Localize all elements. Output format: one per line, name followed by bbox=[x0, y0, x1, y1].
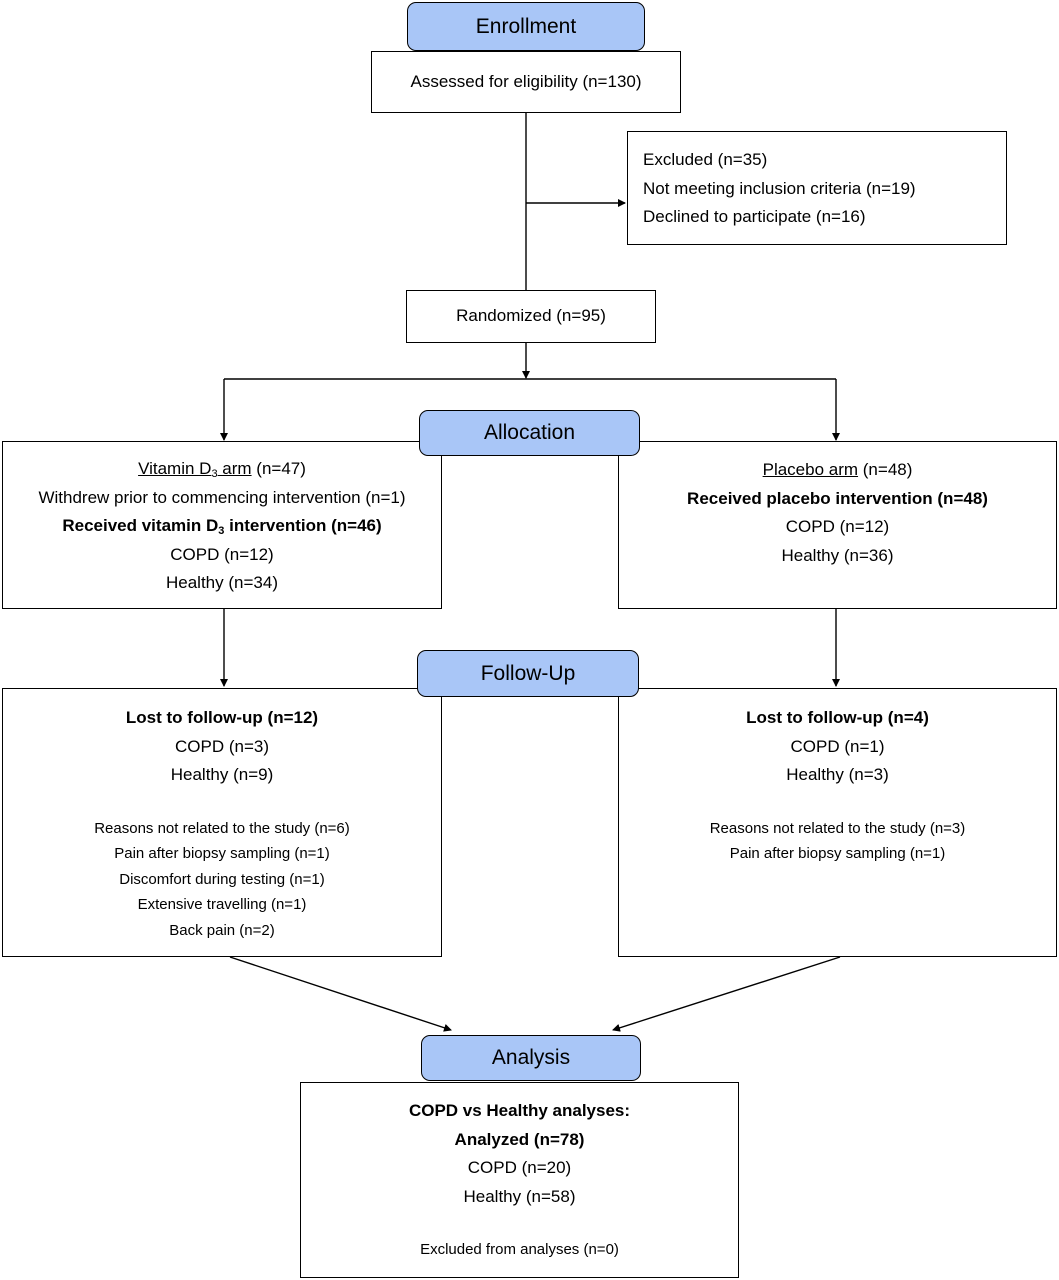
placebo-received: Received placebo intervention (n=48) bbox=[687, 488, 988, 508]
stage-allocation-label: Allocation bbox=[483, 421, 576, 444]
randomized-box: Randomized (n=95) bbox=[406, 290, 656, 343]
vitamin-followup-box: Lost to follow-up (n=12) COPD (n=3) Heal… bbox=[2, 688, 442, 957]
vitamin-healthy: Healthy (n=34) bbox=[166, 573, 278, 592]
randomized-text: Randomized (n=95) bbox=[456, 306, 606, 326]
vitamin-copd: COPD (n=12) bbox=[170, 544, 274, 564]
analysis-excluded: Excluded from analyses (n=0) bbox=[420, 1241, 619, 1258]
placebo-copd: COPD (n=12) bbox=[785, 517, 890, 536]
analysis-box: COPD vs Healthy analyses: Analyzed (n=78… bbox=[300, 1082, 739, 1278]
excluded-box: Excluded (n=35) Not meeting inclusion cr… bbox=[627, 131, 1007, 245]
placebo-lost-copd: COPD (n=1) bbox=[790, 736, 885, 756]
stage-follow-up: Follow-Up bbox=[417, 650, 639, 697]
vitamin-reason: Pain after biopsy sampling (n=1) bbox=[114, 845, 330, 862]
placebo-arm-heading: Placebo arm (n=48) bbox=[619, 456, 1056, 485]
stage-enrollment: Enrollment bbox=[407, 2, 645, 51]
arrow-vitamin-followup-to-analysis bbox=[229, 956, 452, 1032]
analysis-analyzed: Analyzed (n=78) bbox=[454, 1129, 585, 1149]
analysis-copd: COPD (n=20) bbox=[467, 1158, 572, 1177]
excluded-declined: Declined to participate (n=16) bbox=[643, 207, 866, 226]
arrow-placebo-followup-to-analysis bbox=[612, 956, 841, 1032]
placebo-lost-healthy: Healthy (n=3) bbox=[786, 765, 889, 784]
vitamin-lost-healthy: Healthy (n=9) bbox=[170, 765, 274, 784]
vitamin-lost-copd: COPD (n=3) bbox=[175, 736, 269, 756]
excluded-title: Excluded (n=35) bbox=[643, 150, 768, 169]
stage-enrollment-label: Enrollment bbox=[475, 14, 577, 38]
vitamin-arm-count: (n=47) bbox=[251, 459, 306, 478]
analysis-title: COPD vs Healthy analyses: bbox=[408, 1101, 631, 1120]
vitamin-arm-box: Vitamin D3 arm (n=47) Withdrew prior to … bbox=[2, 441, 442, 609]
vitamin-arm-heading: Vitamin D3 arm (n=47) bbox=[3, 455, 441, 484]
vitamin-withdrew: Withdrew prior to commencing interventio… bbox=[38, 487, 406, 507]
assessed-text: Assessed for eligibility (n=130) bbox=[410, 71, 642, 91]
vitamin-received: Received vitamin D3 intervention (n=46) bbox=[62, 516, 382, 537]
vitamin-reason: Discomfort during testing (n=1) bbox=[119, 870, 325, 888]
vitamin-reason: Back pain (n=2) bbox=[169, 921, 275, 939]
placebo-reason: Pain after biopsy sampling (n=1) bbox=[729, 845, 946, 862]
placebo-followup-box: Lost to follow-up (n=4) COPD (n=1) Healt… bbox=[618, 688, 1057, 957]
vitamin-lost: Lost to follow-up (n=12) bbox=[125, 708, 319, 727]
analysis-healthy: Healthy (n=58) bbox=[463, 1186, 576, 1206]
stage-follow-up-label: Follow-Up bbox=[480, 661, 576, 685]
vitamin-arm-name: Vitamin D3 arm bbox=[138, 459, 252, 480]
stage-analysis-label: Analysis bbox=[491, 1046, 571, 1069]
excluded-not-meeting: Not meeting inclusion criteria (n=19) bbox=[643, 178, 916, 198]
placebo-reason: Reasons not related to the study (n=3) bbox=[709, 819, 966, 837]
vitamin-reason: Extensive travelling (n=1) bbox=[137, 896, 307, 913]
placebo-lost: Lost to follow-up (n=4) bbox=[746, 708, 929, 727]
vitamin-reason: Reasons not related to the study (n=6) bbox=[94, 819, 350, 837]
placebo-arm-name: Placebo arm bbox=[762, 460, 859, 479]
placebo-arm-box: Placebo arm (n=48) Received placebo inte… bbox=[618, 441, 1057, 609]
assessed-box: Assessed for eligibility (n=130) bbox=[371, 51, 681, 113]
placebo-arm-count: (n=48) bbox=[858, 460, 913, 479]
stage-analysis: Analysis bbox=[421, 1035, 641, 1081]
placebo-healthy: Healthy (n=36) bbox=[781, 545, 894, 565]
stage-allocation: Allocation bbox=[419, 410, 640, 456]
